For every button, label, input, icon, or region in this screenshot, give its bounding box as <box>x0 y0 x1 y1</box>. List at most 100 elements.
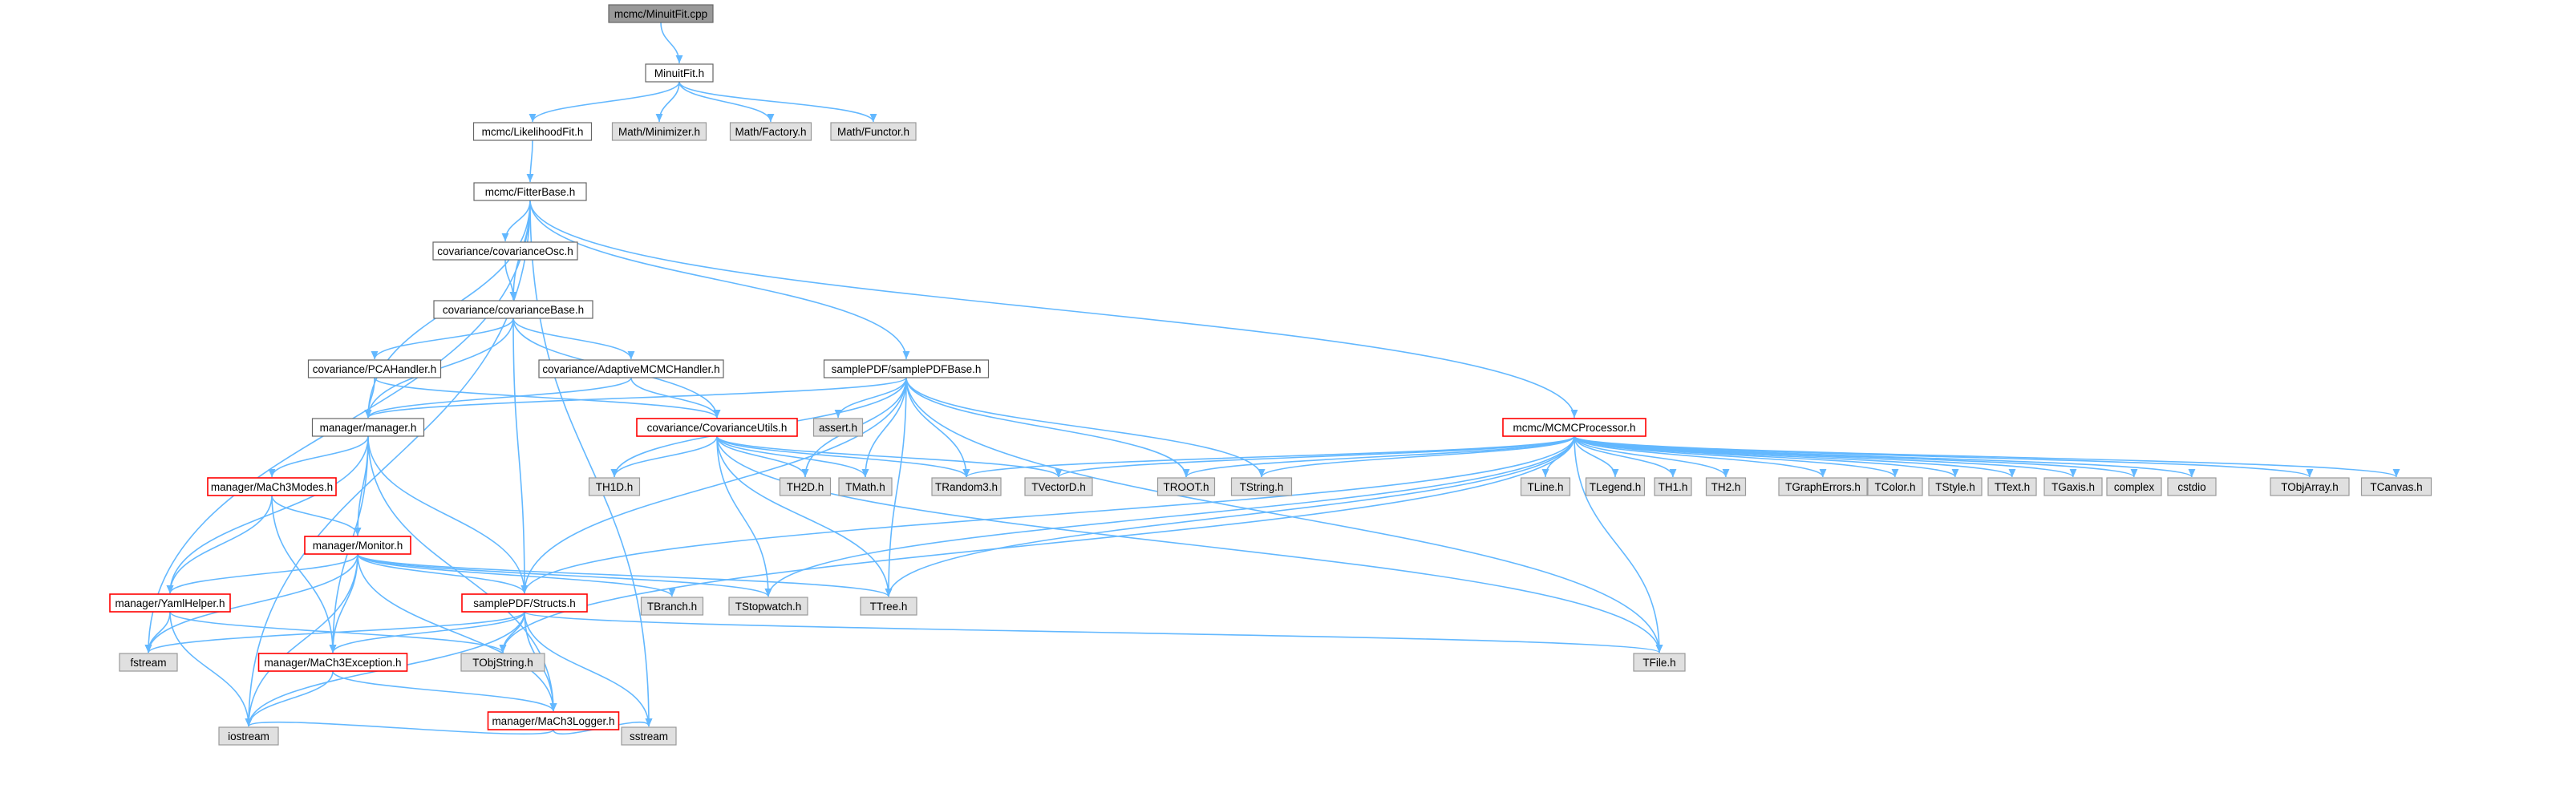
edge-covutils-to-trandom3 <box>716 435 970 478</box>
edge-mcmcproc-to-complex <box>1574 435 2138 478</box>
edge-monitor-to-ttree <box>357 553 893 597</box>
edge-covbase-to-pca <box>371 318 514 360</box>
edge-samplepdf-to-tfile <box>905 377 1663 653</box>
node-label: mcmc/MCMCProcessor.h <box>1513 422 1635 434</box>
edge-monitor-to-exception <box>329 553 358 653</box>
node-box <box>608 4 714 23</box>
node-troot: TROOT.h <box>1156 477 1216 496</box>
node-label: manager/Monitor.h <box>313 540 403 552</box>
node-box <box>830 122 917 141</box>
node-label: manager/MaCh3Logger.h <box>492 715 614 727</box>
edge-structs-to-exception <box>329 611 525 653</box>
node-box <box>2167 477 2217 496</box>
node-box <box>729 122 812 141</box>
node-box <box>636 418 798 437</box>
node-root[interactable]: mcmc/MinuitFit.cpp <box>608 4 714 23</box>
node-box <box>1633 653 1686 672</box>
node-box <box>588 477 641 496</box>
node-box <box>1867 477 1923 496</box>
node-th2d: TH2D.h <box>779 477 832 496</box>
edge-mcmcproc-to-tfile <box>1574 435 1663 653</box>
node-box <box>460 653 545 672</box>
node-label: TColor.h <box>1874 481 1915 493</box>
node-mcmcproc[interactable]: mcmc/MCMCProcessor.h <box>1502 418 1646 437</box>
node-fstream: fstream <box>119 653 178 672</box>
node-logger[interactable]: manager/MaCh3Logger.h <box>487 711 620 730</box>
node-fitterbase[interactable]: mcmc/FitterBase.h <box>473 182 587 201</box>
node-label: samplePDF/Structs.h <box>473 597 576 609</box>
edge-samplepdf-to-tstring <box>905 377 1266 478</box>
edge-yaml-to-iostream <box>169 611 253 727</box>
node-th1d: TH1D.h <box>588 477 641 496</box>
node-covutils[interactable]: covariance/CovarianceUtils.h <box>636 418 798 437</box>
node-tstyle: TStyle.h <box>1928 477 1983 496</box>
node-label: cstdio <box>2177 481 2205 493</box>
edge-fitterbase-to-mcmcproc <box>529 200 1578 419</box>
node-label: TBranch.h <box>647 601 697 613</box>
node-label: TH1.h <box>1659 481 1688 493</box>
edge-minuit_h-to-likelihood <box>529 81 680 123</box>
node-box <box>728 597 808 616</box>
edge-mcmcproc-to-cstdio <box>1574 435 2196 478</box>
edge-samplepdf-to-manager <box>364 377 907 419</box>
node-covbase[interactable]: covariance/covarianceBase.h <box>433 300 593 319</box>
node-box <box>779 477 832 496</box>
node-pca[interactable]: covariance/PCAHandler.h <box>307 359 442 378</box>
edge-monitor-to-logger <box>357 553 557 712</box>
node-label: TH1D.h <box>596 481 634 493</box>
node-covosc[interactable]: covariance/covarianceOsc.h <box>432 241 578 261</box>
node-box <box>1778 477 1868 496</box>
node-box <box>473 182 587 201</box>
edge-exception-to-logger <box>332 670 557 712</box>
node-monitor[interactable]: manager/Monitor.h <box>304 536 411 555</box>
edge-covbase-to-structs <box>512 318 529 594</box>
edge-mcmcproc-to-th2 <box>1574 435 1730 478</box>
node-label: Math/Minimizer.h <box>618 126 700 138</box>
node-manager[interactable]: manager/manager.h <box>311 418 425 437</box>
node-tcolor: TColor.h <box>1867 477 1923 496</box>
node-tstring: TString.h <box>1230 477 1293 496</box>
edge-likelihood-to-fitterbase <box>526 140 534 183</box>
node-yaml[interactable]: manager/YamlHelper.h <box>109 593 231 613</box>
node-box <box>538 359 724 378</box>
node-cstdio: cstdio <box>2167 477 2217 496</box>
node-box <box>2106 477 2162 496</box>
edge-covbase-to-adaptive <box>512 318 635 360</box>
node-label: TTree.h <box>870 601 908 613</box>
node-box <box>1585 477 1646 496</box>
node-box <box>2270 477 2350 496</box>
node-label: TVectorD.h <box>1031 481 1086 493</box>
node-tmath: TMath.h <box>838 477 893 496</box>
edge-mcmcproc-to-tcolor <box>1574 435 1899 478</box>
node-iostream: iostream <box>218 726 279 746</box>
node-label: samplePDF/samplePDFBase.h <box>832 363 982 375</box>
edge-pca-to-covutils <box>374 377 721 419</box>
node-label: iostream <box>228 730 269 742</box>
node-label: covariance/covarianceOsc.h <box>437 245 573 257</box>
node-sstream: sstream <box>621 726 677 746</box>
node-label: TLegend.h <box>1590 481 1642 493</box>
edge-minuit_h-to-minimizer <box>655 81 680 123</box>
node-label: manager/MaCh3Modes.h <box>211 481 333 493</box>
node-likelihood[interactable]: mcmc/LikelihoodFit.h <box>472 122 593 141</box>
node-box <box>1502 418 1646 437</box>
node-samplepdf[interactable]: samplePDF/samplePDFBase.h <box>823 359 990 378</box>
node-label: TObjString.h <box>472 657 533 669</box>
node-box <box>257 653 408 672</box>
node-exception[interactable]: manager/MaCh3Exception.h <box>257 653 408 672</box>
node-minuit_h[interactable]: MinuitFit.h <box>645 63 714 83</box>
edge-adaptive-to-covutils <box>630 377 721 419</box>
edge-mcmcproc-to-th1 <box>1574 435 1677 478</box>
edge-minuit_h-to-functor <box>678 81 877 123</box>
edge-samplepdf-to-troot <box>905 377 1190 478</box>
edge-fitterbase-to-samplepdf <box>529 200 910 360</box>
node-structs[interactable]: samplePDF/Structs.h <box>461 593 588 613</box>
node-label: mcmc/FitterBase.h <box>485 186 576 198</box>
node-modes[interactable]: manager/MaCh3Modes.h <box>207 477 337 496</box>
node-box <box>218 726 279 746</box>
edge-monitor-to-structs <box>357 553 529 594</box>
edge-monitor-to-tbranch <box>357 553 676 597</box>
node-adaptive[interactable]: covariance/AdaptiveMCMCHandler.h <box>538 359 724 378</box>
edge-mcmcproc-to-trandom3 <box>962 435 1575 478</box>
node-tlegend: TLegend.h <box>1585 477 1646 496</box>
